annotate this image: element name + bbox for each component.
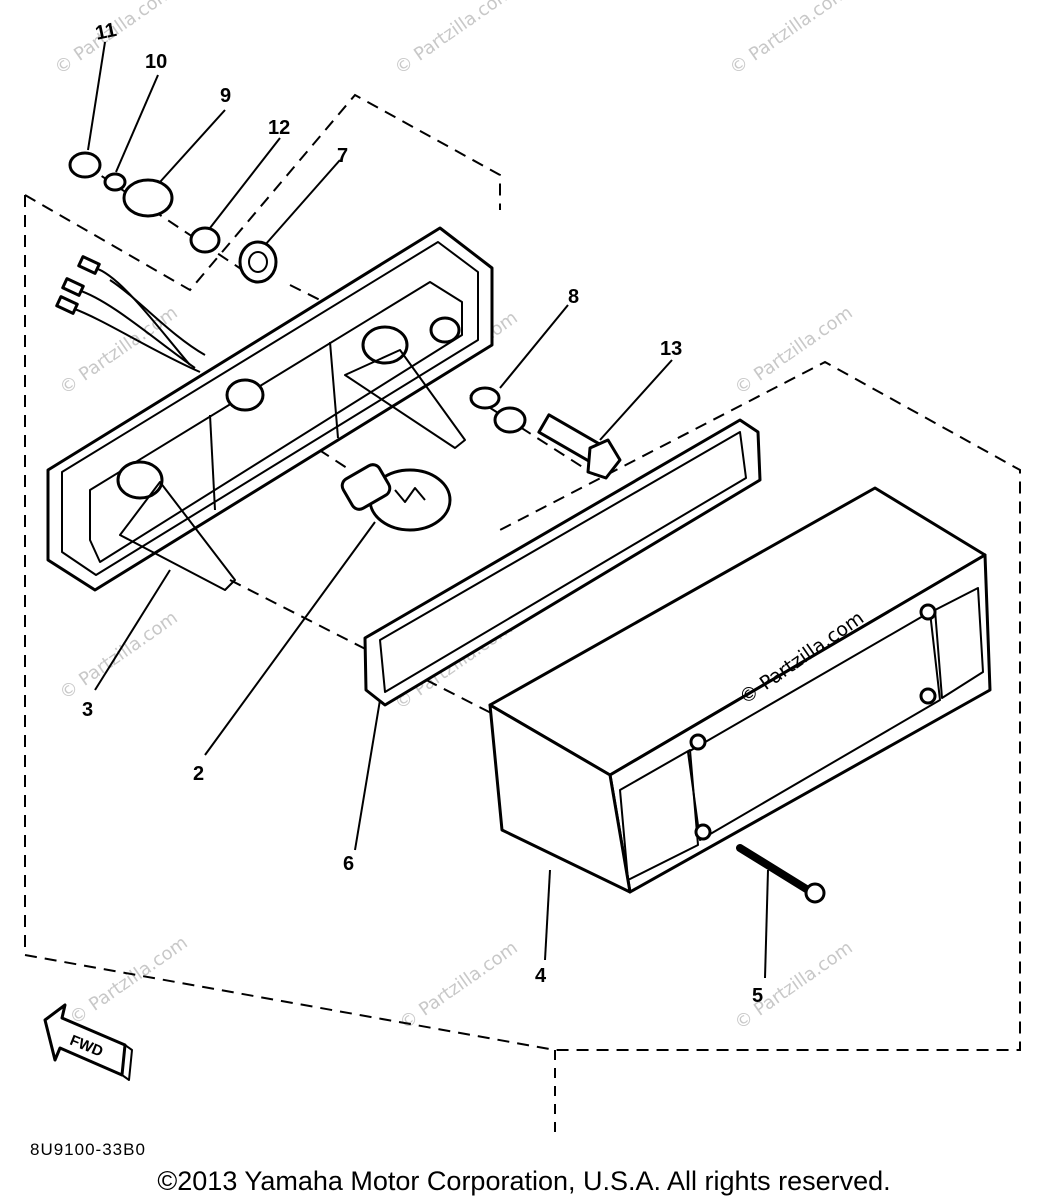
leader-12 — [209, 137, 281, 229]
left-socket — [116, 460, 164, 500]
housing-divider-right — [329, 341, 339, 439]
bolt-assembly — [469, 386, 622, 480]
arrow-shadow — [121, 1044, 133, 1081]
leader-3 — [94, 569, 171, 691]
spacer — [189, 226, 221, 254]
callout-9: 9 — [220, 85, 231, 107]
lens-screw-hole — [689, 733, 707, 751]
leader-6 — [354, 699, 381, 851]
lens-screw — [736, 844, 826, 904]
leader-13 — [599, 359, 673, 441]
nut — [68, 151, 102, 179]
grommet — [238, 240, 278, 284]
leader-7 — [264, 159, 341, 246]
watermark: © Partzilla.com — [731, 937, 857, 1034]
callout-3: 3 — [82, 699, 93, 721]
flat-washer — [122, 178, 174, 218]
bolt-head — [586, 438, 622, 480]
collar-washer — [493, 406, 527, 434]
lens-side-face — [488, 703, 632, 894]
left-socket-stem — [119, 481, 236, 591]
housing-inner-rim — [61, 241, 479, 576]
gasket-outer — [363, 418, 762, 707]
callout-13: 13 — [660, 338, 682, 360]
lens-left-reflector — [619, 749, 699, 881]
bulb-filament — [394, 487, 426, 503]
rear-socket — [429, 316, 461, 344]
lens-right-reflector — [934, 587, 984, 699]
lens-screw-hole — [919, 687, 937, 705]
callout-2: 2 — [193, 763, 204, 785]
gasket — [363, 418, 762, 707]
callout-12: 12 — [268, 117, 290, 139]
callout-6: 6 — [343, 853, 354, 875]
leader-5 — [764, 869, 769, 979]
gasket-inner — [379, 431, 747, 693]
drawing-code: 8U9100-33B0 — [30, 1140, 146, 1159]
housing-cavity — [89, 281, 463, 563]
leader-4 — [544, 869, 551, 961]
callout-7: 7 — [337, 145, 348, 167]
main-dashed-boundary — [24, 195, 1021, 1051]
taillight-housing — [46, 226, 494, 592]
lens: © Partzilla.com — [488, 486, 992, 894]
bulb-base — [340, 463, 392, 511]
screw-head — [804, 882, 826, 904]
watermark: © Partzilla.com — [56, 302, 182, 399]
lock-washer — [103, 172, 127, 192]
screw-shank — [736, 844, 812, 894]
leader-10 — [115, 74, 159, 173]
collar — [469, 386, 501, 410]
leader-2 — [204, 521, 376, 756]
gasket-guide-line — [229, 579, 496, 716]
housing-divider-left — [209, 414, 216, 511]
wire-harness — [109, 279, 206, 356]
callout-labels: 11 10 9 12 7 8 13 3 2 6 4 5 — [82, 19, 763, 1007]
leader-8 — [499, 304, 569, 389]
watermark: © Partzilla.com — [391, 0, 517, 79]
upper-dashed-boundary — [24, 93, 501, 292]
watermark: © Partzilla.com — [726, 0, 852, 79]
leader-lines — [87, 41, 769, 979]
nut-guide-line — [84, 164, 251, 276]
wire-3 — [71, 307, 201, 373]
copyright-notice: ©2013 Yamaha Motor Corporation, U.S.A. A… — [157, 1166, 891, 1196]
callout-11: 11 — [93, 19, 118, 45]
center-socket — [225, 378, 265, 412]
lens-screw-hole — [694, 823, 712, 841]
lens-screw-hole — [919, 603, 937, 621]
bulb — [340, 463, 452, 532]
watermark: © Partzilla.com — [396, 937, 522, 1034]
wire-connector-1 — [77, 255, 101, 275]
wire-connector-2 — [61, 277, 85, 297]
stud-fasteners — [68, 151, 278, 284]
wire-2 — [77, 289, 196, 369]
housing-outer-rim — [46, 226, 494, 592]
right-socket-stem — [344, 349, 466, 449]
leader-9 — [159, 109, 226, 183]
right-socket — [361, 325, 409, 365]
callout-8: 8 — [568, 286, 579, 308]
leader-11 — [87, 41, 106, 151]
callout-10: 10 — [145, 51, 167, 73]
watermark: © Partzilla.com — [56, 607, 182, 704]
wire-connector-3 — [55, 295, 79, 315]
callout-4: 4 — [535, 965, 547, 987]
grommet-inner — [248, 251, 268, 273]
callout-5: 5 — [752, 985, 763, 1007]
watermark: © Partzilla.com — [731, 302, 857, 399]
wire-1 — [94, 267, 191, 366]
